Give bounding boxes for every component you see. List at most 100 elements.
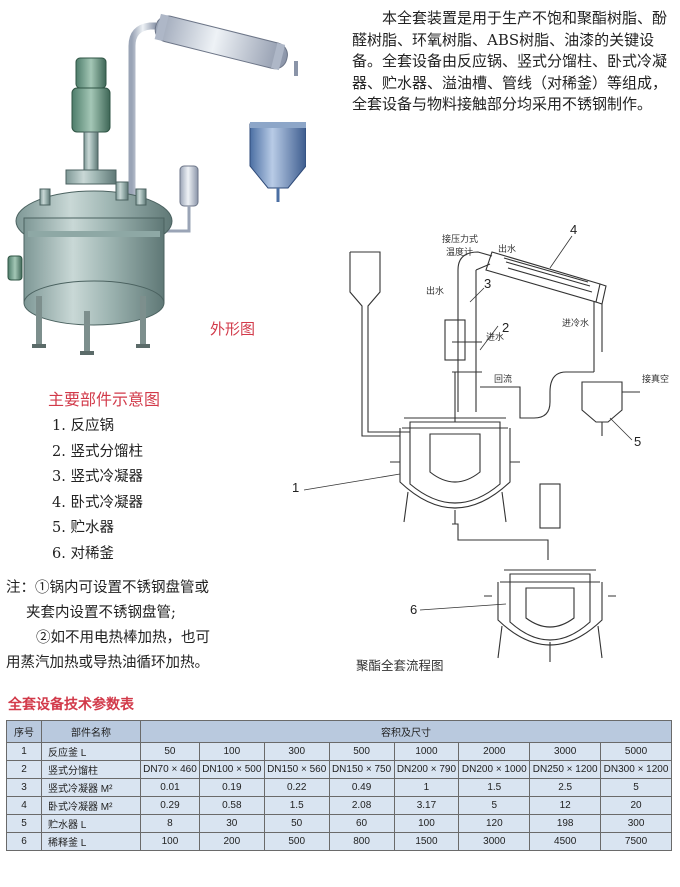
spec-value: 198 [529,814,602,833]
spec-value: 30 [198,814,265,833]
spec-value: 5 [600,778,672,797]
spec-value: 20 [600,796,672,815]
callout-5: 5 [634,434,641,449]
part-name: 稀释釜 L [41,832,141,851]
flow-diagram: 接压力式 温度计 出水 出水 进水 进冷水 回流 接真空 1 2 3 4 5 6 [292,222,669,662]
spec-value: 7500 [600,832,672,851]
part-name: 贮水器 L [41,814,141,833]
spec-value: 200 [198,832,265,851]
list-item: 6. 对稀釜 [52,545,114,562]
photo-caption: 外形图 [210,320,256,338]
row-number: 1 [6,742,42,761]
spec-value: DN250 × 1200 [529,760,602,779]
spec-value: DN200 × 1000 [458,760,531,779]
parts-title: 主要部件示意图 [48,390,161,409]
spec-value: DN300 × 1200 [600,760,672,779]
list-item: 5. 贮水器 [52,520,114,536]
spec-value: 0.01 [140,778,200,797]
spec-value: 50 [263,814,330,833]
table-header-row: 序号 部件名称 容积及尺寸 [6,720,672,743]
spec-value: 300 [600,814,672,833]
spec-value: 3000 [529,742,602,761]
spec-value: 3000 [458,832,531,851]
spec-value: 0.19 [198,778,265,797]
header-name: 部件名称 [41,720,141,743]
spec-value: DN200 × 790 [393,760,460,779]
callout-2: 2 [502,320,509,335]
note-line: 夹套内设置不锈钢盘管; [26,605,176,621]
spec-value: DN150 × 560 [263,760,330,779]
list-item: 2. 竖式分馏柱 [52,443,143,460]
spec-value: 5 [458,796,531,815]
spec-value: 0.58 [198,796,265,815]
spec-value: 0.29 [140,796,200,815]
part-name: 竖式分馏柱 [41,760,141,779]
spec-value: 1 [393,778,460,797]
spec-value: 50 [140,742,200,761]
note-line: 注：①锅内可设置不锈钢盘管或 [6,580,209,596]
spec-value: 2.5 [529,778,602,797]
part-name: 竖式冷凝器 M² [41,778,141,797]
spec-value: 100 [140,832,200,851]
part-name: 反应釜 L [41,742,141,761]
spec-value: 500 [263,832,330,851]
spec-value: DN150 × 750 [328,760,395,779]
part-name: 卧式冷凝器 M² [41,796,141,815]
spec-value: DN100 × 500 [198,760,265,779]
spec-value: 500 [328,742,395,761]
spec-value: 300 [263,742,330,761]
spec-value: 1000 [393,742,460,761]
thermometer-label: 温度计 [446,246,473,258]
callout-6: 6 [410,602,417,617]
water-out-left-label: 出水 [426,285,444,297]
header-spec: 容积及尺寸 [140,720,672,743]
spec-value: 3.17 [393,796,460,815]
spec-value: 0.22 [263,778,330,797]
spec-value: 60 [328,814,395,833]
table-title: 全套设备技术参数表 [8,697,134,713]
spec-value: 100 [393,814,460,833]
row-number: 3 [6,778,42,797]
note-line: 用蒸汽加热或导热油循环加热。 [6,655,209,671]
row-number: 4 [6,796,42,815]
spec-value: 100 [198,742,265,761]
note-line: ②如不用电热棒加热，也可 [36,630,210,646]
pressure-label: 接压力式 [442,233,478,245]
callout-4: 4 [570,222,577,237]
spec-value: 120 [458,814,531,833]
row-number: 5 [6,814,42,833]
spec-value: 0.49 [328,778,395,797]
list-item: 4. 卧式冷凝器 [52,494,143,511]
spec-value: 1500 [393,832,460,851]
flow-caption: 聚酯全套流程图 [356,658,444,673]
row-number: 6 [6,832,42,851]
list-item: 3. 竖式冷凝器 [52,469,143,485]
spec-value: 800 [328,832,395,851]
reflux-label: 回流 [494,373,512,385]
callout-3: 3 [484,276,491,291]
spec-value: 1.5 [458,778,531,797]
parts-list: 1. 反应锅 2. 竖式分馏柱 3. 竖式冷凝器 4. 卧式冷凝器 5. 贮水器… [52,414,143,567]
water-out-top-label: 出水 [498,243,516,255]
equipment-photo [7,13,306,355]
spec-value: 4500 [529,832,602,851]
row-number: 2 [6,760,42,779]
spec-value: 5000 [600,742,672,761]
spec-value: DN70 × 460 [140,760,200,779]
notes: 注：①锅内可设置不锈钢盘管或 夹套内设置不锈钢盘管; ②如不用电热棒加热，也可 … [6,576,346,676]
vacuum-label: 接真空 [642,373,669,385]
water-in-label: 进水 [486,331,504,343]
spec-value: 8 [140,814,200,833]
header-no: 序号 [6,720,42,743]
spec-value: 2000 [458,742,531,761]
spec-value: 1.5 [263,796,330,815]
cold-water-in-label: 进冷水 [562,317,589,329]
spec-value: 12 [529,796,602,815]
